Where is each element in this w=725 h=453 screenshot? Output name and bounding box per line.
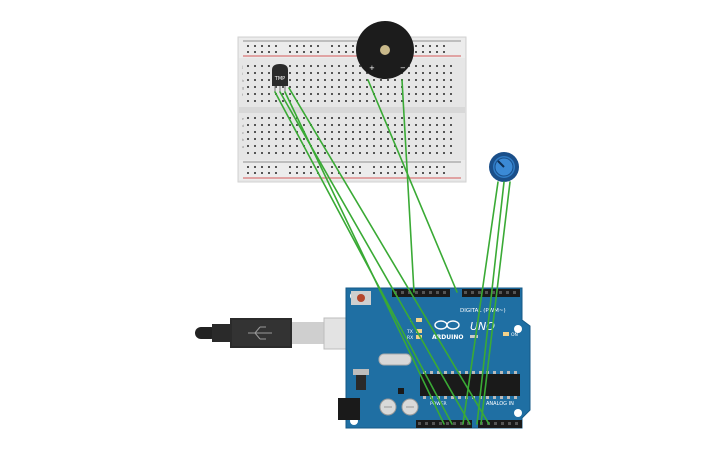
piezo-buzzer[interactable]: + − — [356, 21, 414, 79]
analog-label: ANALOG IN — [486, 401, 514, 407]
analog-header — [478, 420, 522, 428]
usb-cable — [195, 317, 373, 350]
sensor-label: TMP — [274, 76, 285, 82]
reset-button[interactable] — [351, 291, 371, 305]
arduino-logo-icon — [434, 320, 460, 330]
wire-pot-left — [462, 181, 499, 425]
digital-header-left — [392, 289, 450, 297]
temperature-sensor[interactable]: TMP — [272, 64, 288, 92]
row-letter: f — [242, 93, 243, 97]
wire-sensor-to-5v — [284, 91, 445, 425]
row-letter: b — [242, 138, 244, 142]
wire-sensor-to-gnd — [274, 91, 453, 425]
buzzer-plus-label: + — [369, 64, 375, 72]
row-letter: i — [242, 72, 243, 76]
row-letter: d — [242, 124, 244, 128]
wire-pot-right — [480, 181, 511, 425]
row-letter: j — [241, 65, 243, 69]
breadboard-holes — [247, 45, 452, 174]
power-label: POWER — [430, 401, 447, 407]
potentiometer[interactable] — [489, 152, 519, 182]
row-letter: e — [242, 117, 244, 121]
wire-buzzer-plus-to-pin — [367, 79, 458, 293]
led-tx-label: TX — [406, 329, 413, 335]
brand-label: ARDUINO — [432, 334, 463, 341]
row-letter: c — [242, 131, 244, 135]
wire-buzzer-minus-to-gnd — [401, 79, 415, 293]
row-letter: h — [242, 79, 244, 83]
wire-sensor-to-a1 — [288, 87, 490, 425]
led-rx-label: RX — [407, 335, 413, 341]
wires — [274, 79, 511, 425]
wire-pot-mid — [476, 181, 505, 425]
row-letter: a — [242, 145, 244, 149]
row-letter: g — [242, 86, 244, 90]
arduino-uno-board[interactable]: DIGITAL (PWM~) UNO ARDUINO L TX RX ON — [338, 287, 531, 429]
on-label: ON — [511, 332, 518, 338]
digital-label: DIGITAL (PWM~) — [460, 308, 506, 314]
buzzer-minus-label: − — [400, 64, 406, 72]
